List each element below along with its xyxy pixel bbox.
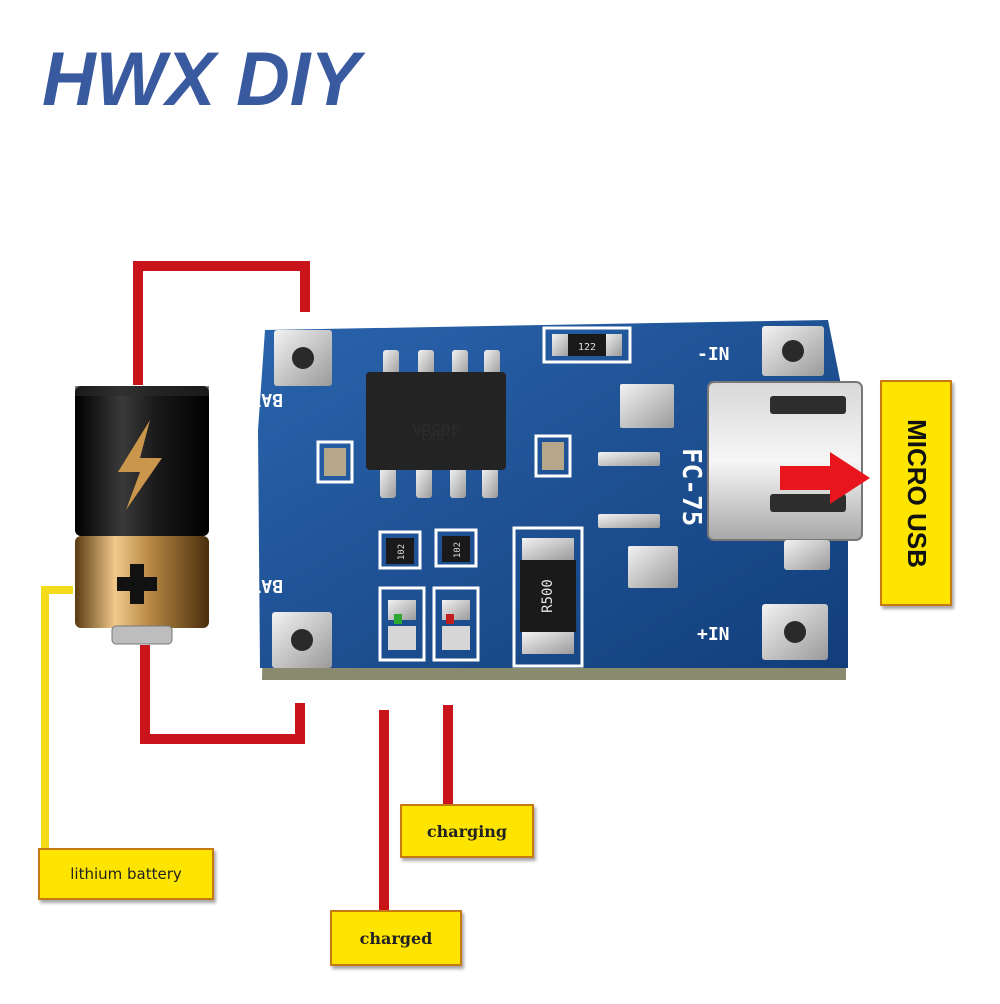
svg-text:122: 122 xyxy=(578,342,596,353)
resistor-102-a: 102 xyxy=(378,530,422,570)
led-charging xyxy=(432,586,480,662)
led-charged xyxy=(378,586,426,662)
svg-text:102: 102 xyxy=(453,542,463,558)
lightning-bolt-icon xyxy=(118,420,162,510)
bat-plus-label: BAT+ xyxy=(239,575,283,596)
in-minus-label: -IN xyxy=(697,344,730,365)
micro-usb-label: MICRO USB xyxy=(880,380,952,606)
brand-logo-text: HWX DIY xyxy=(42,37,366,122)
wire-bat-minus xyxy=(133,261,310,385)
micro-usb-connector xyxy=(707,381,863,570)
charged-label: charged xyxy=(330,910,462,966)
ic-marking-line1: 4056A xyxy=(412,420,461,439)
charger-ic: 8X1 4056A xyxy=(366,350,506,498)
resistor-r500: R500 xyxy=(512,526,584,668)
charger-board: BAT- BAT+ -IN +IN FC-75 8X1 4056A 122 xyxy=(239,320,863,680)
battery-wires xyxy=(133,261,453,910)
svg-text:R500: R500 xyxy=(540,579,556,613)
lithium-battery-label: lithium battery xyxy=(38,848,214,900)
charging-text: charging xyxy=(426,821,508,841)
board-model-label: FC-75 xyxy=(676,448,706,526)
ic-package xyxy=(366,372,506,470)
brand-logo: HWX DIY xyxy=(42,37,366,122)
micro-usb-text: MICRO USB xyxy=(901,418,932,568)
in-plus-label: +IN xyxy=(697,624,730,645)
arrow-right-icon xyxy=(780,452,870,504)
wire-battery-label xyxy=(41,586,73,848)
usb-pads xyxy=(598,384,678,588)
battery-terminal xyxy=(111,625,173,645)
capacitor-middle xyxy=(534,434,572,478)
battery-illustration xyxy=(75,386,209,645)
mounting-pads xyxy=(272,326,828,668)
bat-minus-label: BAT- xyxy=(240,389,283,410)
wire-bat-plus xyxy=(140,645,305,744)
charging-label: charging xyxy=(400,804,534,858)
resistor-122: 122 xyxy=(542,326,632,364)
lithium-battery-text: lithium battery xyxy=(70,865,182,883)
charged-text: charged xyxy=(359,928,433,948)
resistor-102-b: 102 xyxy=(434,528,478,568)
plus-icon xyxy=(117,564,157,604)
svg-text:102: 102 xyxy=(397,544,407,560)
capacitor-left xyxy=(316,440,354,484)
ic-marking-line2: 8X1 xyxy=(419,426,444,442)
